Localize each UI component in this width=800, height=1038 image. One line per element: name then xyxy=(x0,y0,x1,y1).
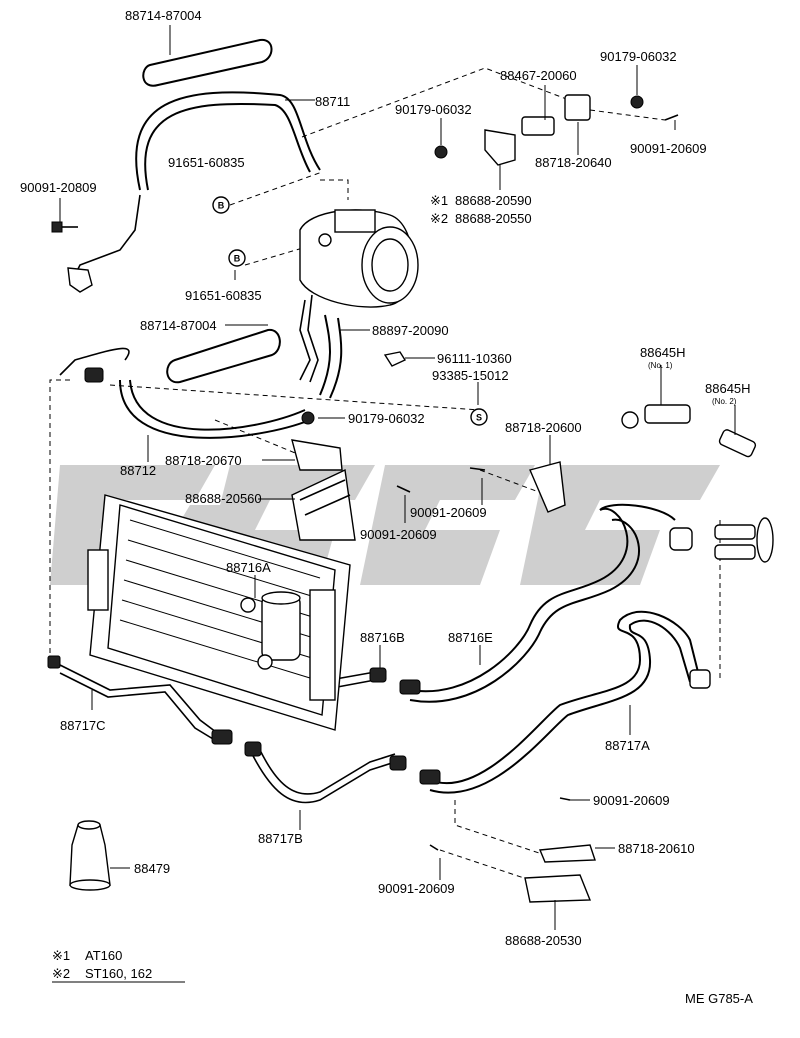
receiver-drier xyxy=(240,591,301,670)
label-88711: 88711 xyxy=(315,94,350,109)
label-88717c: 88717C xyxy=(60,718,106,733)
label-88688-20590: 88688-20590 xyxy=(455,193,532,208)
marker-b-lower: B xyxy=(234,254,241,264)
label-88714-87004-top: 88714-87004 xyxy=(125,8,202,23)
label-96111-10360: 96111-10360 xyxy=(437,351,512,366)
label-90091-20809: 90091-20809 xyxy=(20,180,97,195)
label-88716a: 88716A xyxy=(226,560,271,575)
label-90091-20609-d: 90091-20609 xyxy=(378,881,455,896)
label-88688-20550: 88688-20550 xyxy=(455,211,532,226)
label-88645h-no2-sub: (No. 2) xyxy=(712,397,737,406)
marker-b-upper: B xyxy=(218,201,225,211)
label-90091-20609-top: 90091-20609 xyxy=(630,141,707,156)
label-88718-20640: 88718-20640 xyxy=(535,155,612,170)
label-88714-87004-mid: 88714-87004 xyxy=(140,318,217,333)
label-93385-15012: 93385-15012 xyxy=(432,368,509,383)
label-88897-20090: 88897-20090 xyxy=(372,323,449,338)
footnote-2-text: ST160, 162 xyxy=(85,966,152,981)
label-91651-60835-lower: 91651-60835 xyxy=(185,288,262,303)
label-88645h-no1-sub: (No. 1) xyxy=(648,361,673,370)
footnote-2-mark: ※2 xyxy=(52,966,70,981)
label-88688-20530: 88688-20530 xyxy=(505,933,582,948)
marker-s: S xyxy=(476,413,482,423)
label-88718-20670: 88718-20670 xyxy=(165,453,242,468)
label-88479: 88479 xyxy=(134,861,170,876)
leader-lines xyxy=(59,25,736,930)
label-88717a: 88717A xyxy=(605,738,650,753)
label-88716e: 88716E xyxy=(448,630,493,645)
footnote-1-text: AT160 xyxy=(85,948,122,963)
label-88467-20060: 88467-20060 xyxy=(500,68,577,83)
drawing-code: ME G785-A xyxy=(685,991,753,1006)
compressor xyxy=(299,209,419,308)
label-88712: 88712 xyxy=(120,463,156,478)
label-90179-06032-top: 90179-06032 xyxy=(600,49,677,64)
label-90091-20609-c: 90091-20609 xyxy=(593,793,670,808)
label-90179-06032-mid: 90179-06032 xyxy=(395,102,472,117)
label-88645h-no1: 88645H xyxy=(640,345,686,360)
label-88717b: 88717B xyxy=(258,831,303,846)
circle-markers: B B S xyxy=(212,196,488,426)
label-88645h-no2: 88645H xyxy=(705,381,751,396)
label-88718-20600: 88718-20600 xyxy=(505,420,582,435)
label-88716b: 88716B xyxy=(360,630,405,645)
label-90091-20609-b: 90091-20609 xyxy=(360,527,437,542)
label-88688-20560: 88688-20560 xyxy=(185,491,262,506)
footnote-1-mark: ※1 xyxy=(52,948,70,963)
label-91651-60835-upper: 91651-60835 xyxy=(168,155,245,170)
label-90179-06032-lower: 90179-06032 xyxy=(348,411,425,426)
footnotes: ※1 AT160 ※2 ST160, 162 xyxy=(52,948,185,983)
small-parts xyxy=(47,94,774,903)
label-88718-20610: 88718-20610 xyxy=(618,841,695,856)
note1-mark-inline: ※1 xyxy=(430,193,448,208)
part-labels: 88714-87004 88711 88467-20060 90179-0603… xyxy=(20,8,751,948)
note2-mark-inline: ※2 xyxy=(430,211,448,226)
condenser xyxy=(87,494,351,731)
hoses-and-pipes xyxy=(59,38,701,804)
label-90091-20609-a: 90091-20609 xyxy=(410,505,487,520)
